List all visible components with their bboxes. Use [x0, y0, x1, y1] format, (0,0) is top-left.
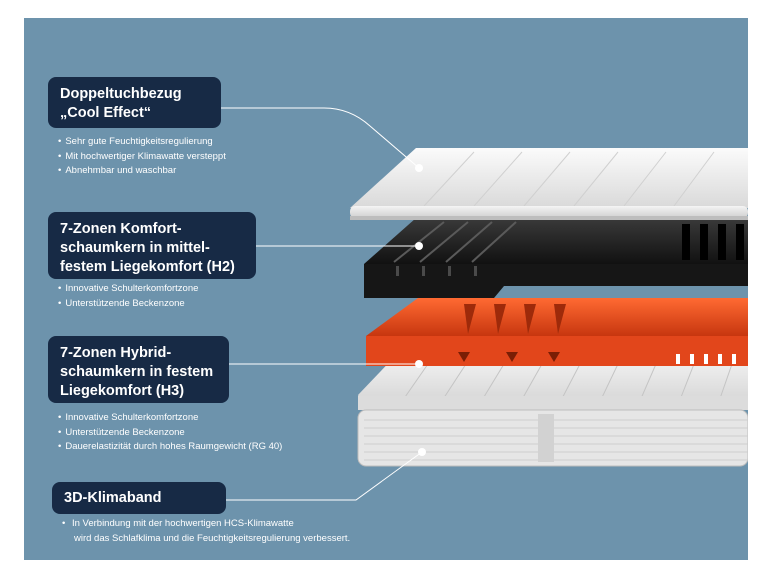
base-layer-3d-band: [357, 351, 748, 467]
hybrid-core-title-line-2: schaumkern in festem: [60, 364, 214, 380]
list-item: Mit hochwertiger Klimawatte versteppt: [58, 150, 226, 165]
climate-band-label: 3D-Klimaband: [52, 482, 226, 514]
list-item: Innovative Schulterkomfortzone: [58, 411, 282, 426]
comfort-core-label: 7-Zonen Komfort- schaumkern in mittel- f…: [48, 212, 256, 279]
climate-band-features: In Verbindung mit der hochwertigen HCS-K…: [62, 517, 350, 546]
cover-title-line-2: „Cool Effect“: [60, 105, 152, 121]
comfort-core-title-line-1: 7-Zonen Komfort-: [60, 221, 182, 237]
cover-features: Sehr gute Feuchtigkeitsregulierung Mit h…: [58, 135, 226, 179]
list-item: Dauerelastizität durch hohes Raumgewicht…: [58, 440, 282, 455]
comfort-core-features: Innovative Schulterkomfortzone Unterstüt…: [58, 282, 198, 311]
comfort-core-title-line-2: schaumkern in mittel-: [60, 240, 210, 256]
cover-label: Doppeltuchbezug „Cool Effect“: [48, 77, 221, 128]
list-item: Unterstützende Beckenzone: [58, 297, 198, 312]
list-item: Abnehmbar und waschbar: [58, 164, 226, 179]
connector-dots: [415, 164, 426, 456]
climate-band-text-line-2: wird das Schlafklima und die Feuchtigkei…: [74, 532, 351, 544]
hybrid-core-label: 7-Zonen Hybrid- schaumkern in festem Lie…: [48, 336, 229, 403]
cover-title-line-1: Doppeltuchbezug: [60, 86, 182, 102]
hybrid-foam-core: [366, 298, 748, 366]
climate-band-text-line-1: In Verbindung mit der hochwertigen HCS-K…: [71, 518, 294, 529]
product-infographic: Doppeltuchbezug „Cool Effect“ Sehr gute …: [24, 18, 748, 560]
list-item: Unterstützende Beckenzone: [58, 426, 282, 441]
list-item: Sehr gute Feuchtigkeitsregulierung: [58, 135, 226, 150]
top-cover: [350, 148, 748, 220]
hybrid-core-features: Innovative Schulterkomfortzone Unterstüt…: [58, 411, 282, 455]
comfort-foam-core: [364, 218, 748, 298]
mattress-layers-illustration: [221, 107, 748, 501]
list-item: Innovative Schulterkomfortzone: [58, 282, 198, 297]
connector-lines: [221, 107, 423, 501]
climate-band-title: 3D-Klimaband: [64, 490, 162, 506]
hybrid-core-title-line-3: Liegekomfort (H3): [60, 383, 185, 399]
hybrid-core-title-line-1: 7-Zonen Hybrid-: [60, 345, 172, 361]
comfort-core-title-line-3: festem Liegekomfort (H2): [60, 259, 235, 275]
list-item: In Verbindung mit der hochwertigen HCS-K…: [62, 517, 350, 546]
